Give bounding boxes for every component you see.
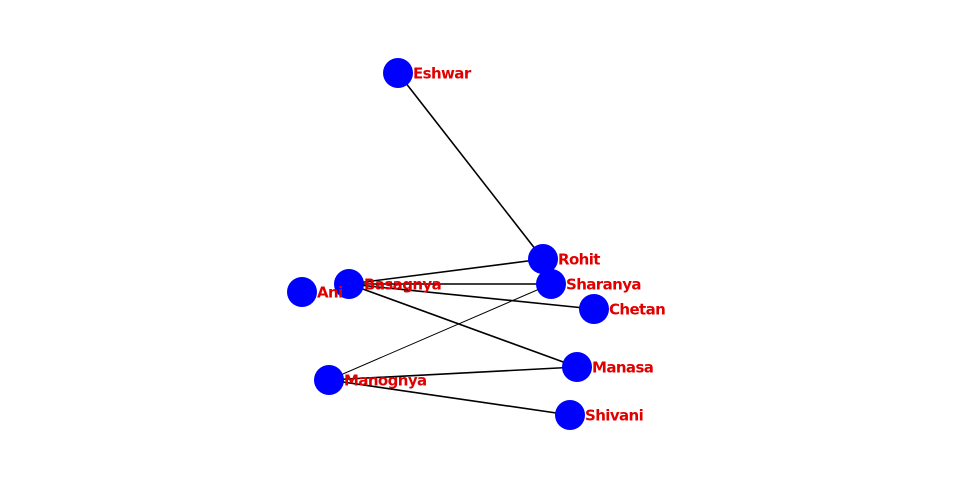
node-shivani[interactable] [555, 400, 585, 430]
node-label-shivani: Shivani [585, 407, 643, 425]
edge-manognya-manasa [328, 366, 578, 381]
node-label-rohit: Rohit [558, 251, 600, 269]
node-label-manasa: Manasa [592, 359, 653, 377]
node-ani[interactable] [287, 277, 317, 307]
node-label-chetan: Chetan [609, 301, 665, 319]
node-rohit[interactable] [528, 244, 558, 274]
node-manasa[interactable] [562, 352, 592, 382]
node-label-ani: Ani [317, 284, 343, 302]
node-label-sharanya: Sharanya [566, 276, 641, 294]
node-eshwar[interactable] [383, 58, 413, 88]
edge-manognya-sharanya [328, 283, 552, 381]
edge-eshwar-rohit [397, 72, 544, 260]
edge-basagnya-rohit [348, 258, 544, 285]
node-sharanya[interactable] [536, 269, 566, 299]
edge-basagnya-manasa [348, 283, 578, 368]
edge-manognya-shivani [328, 379, 571, 416]
edges-layer [328, 72, 595, 416]
node-basagnya[interactable] [334, 269, 364, 299]
node-chetan[interactable] [579, 294, 609, 324]
node-label-eshwar: Eshwar [413, 65, 472, 83]
node-label-manognya: Manognya [344, 372, 427, 390]
edge-basagnya-chetan [348, 283, 595, 310]
node-manognya[interactable] [314, 365, 344, 395]
node-label-basagnya: Basagnya [364, 276, 441, 294]
